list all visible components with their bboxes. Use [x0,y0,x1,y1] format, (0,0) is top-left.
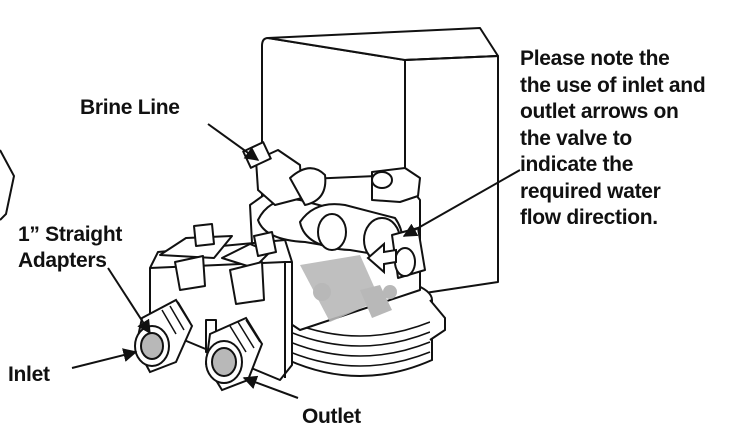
note-line: required water [520,179,661,203]
flow-direction-arrow [366,241,397,275]
note-line: Please note the [520,47,670,70]
inlet-adapter [134,298,194,374]
note-line: indicate the [520,153,634,176]
note-line: the use of inlet and [520,73,706,97]
inlet-leader [71,348,138,369]
partial-edge-outline [0,149,16,221]
valve-body-shading [300,255,397,322]
leader-arrows [71,123,521,399]
straight-adapters-label-line1: 1” Straight [18,223,123,246]
outlet-leader [242,375,299,399]
note-line: outlet arrows on [520,100,679,123]
outlet-adapter [204,316,264,392]
brine-line-label: Brine Line [80,96,180,119]
straight-adapters-label: 1” Straight Adapters [18,222,122,274]
brine-line-leader [207,123,260,161]
note-line: the valve to [520,126,632,150]
note-leader [402,169,521,237]
inlet-label: Inlet [8,363,50,386]
note-line: flow direction. [520,206,658,229]
straight-adapters-label-line2: Adapters [18,249,107,272]
outlet-label: Outlet [302,405,361,428]
flow-direction-note: Please note the the use of inlet and out… [520,46,706,232]
adapters-leader [107,267,151,335]
